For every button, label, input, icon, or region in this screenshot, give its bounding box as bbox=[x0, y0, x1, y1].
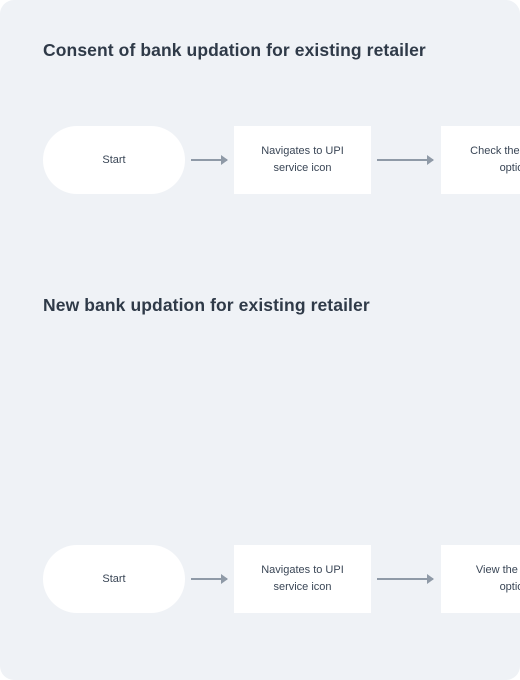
node-label-line: optio bbox=[499, 581, 520, 593]
start-label: Start bbox=[102, 572, 126, 585]
start-node: Start bbox=[43, 126, 185, 194]
start-label: Start bbox=[102, 153, 126, 166]
section-title-consent: Consent of bank updation for existing re… bbox=[43, 40, 426, 60]
section-title-new-bank: New bank updation for existing retailer bbox=[43, 295, 370, 315]
arrow bbox=[377, 574, 434, 584]
process-node-navigate: Navigates to UPI service icon bbox=[234, 126, 371, 194]
process-node-view: View the u optio bbox=[441, 545, 520, 613]
node-label-line: optio bbox=[499, 162, 520, 174]
node-label-line: View the u bbox=[475, 564, 520, 576]
node-label-line: Check the u bbox=[470, 145, 520, 157]
arrow bbox=[191, 155, 228, 165]
node-label-line: service icon bbox=[273, 581, 332, 593]
start-node: Start bbox=[43, 545, 185, 613]
node-label-line: Navigates to UPI bbox=[261, 145, 344, 157]
process-node-navigate: Navigates to UPI service icon bbox=[234, 545, 371, 613]
process-node-check: Check the u optio bbox=[441, 126, 520, 194]
arrow bbox=[191, 574, 228, 584]
flow-new-bank: Start Navigates to UPI service icon View… bbox=[0, 545, 520, 615]
arrow bbox=[377, 155, 434, 165]
flow-consent: Start Navigates to UPI service icon Chec… bbox=[0, 126, 520, 196]
node-label-line: service icon bbox=[273, 162, 332, 174]
node-label-line: Navigates to UPI bbox=[261, 564, 344, 576]
